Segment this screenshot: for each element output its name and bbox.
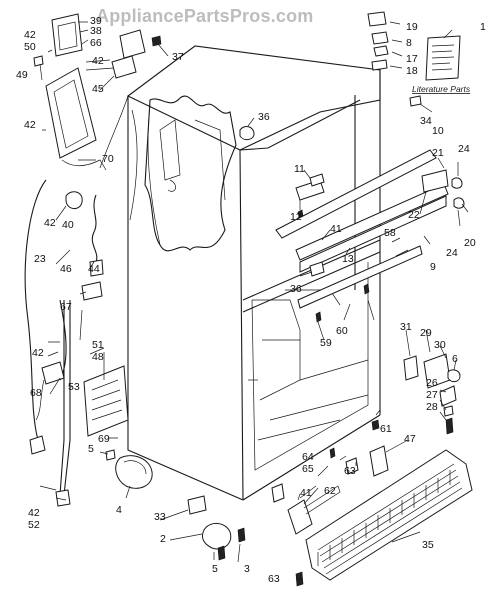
callout-65: 65 — [302, 463, 314, 475]
callout-17: 17 — [406, 53, 418, 65]
callout-22: 22 — [408, 209, 420, 221]
callout-33: 33 — [154, 511, 166, 523]
callout-60: 60 — [336, 325, 348, 337]
callout-36-upper: 36 — [258, 111, 270, 123]
callout-38: 38 — [90, 25, 102, 37]
callout-47: 47 — [404, 433, 416, 445]
callout-34: 34 — [420, 115, 432, 127]
callout-31: 31 — [400, 321, 412, 333]
crisper-rail-parts — [275, 149, 465, 323]
callout-9: 9 — [430, 261, 436, 273]
callout-41-upper: 41 — [330, 223, 342, 235]
callout-4: 4 — [116, 504, 122, 516]
callout-5-lower: 5 — [212, 563, 218, 575]
callout-61: 61 — [380, 423, 392, 435]
upper-hinge-parts — [239, 11, 422, 141]
callout-13: 13 — [342, 253, 354, 265]
wiring-harness — [24, 179, 104, 507]
callout-8: 8 — [406, 37, 412, 49]
lower-hinge-parts — [371, 353, 461, 435]
callout-42-f: 42 — [28, 507, 40, 519]
base-grille-assembly — [271, 445, 473, 587]
callout-11: 11 — [294, 163, 305, 175]
watermark: AppliancePartsPros.com — [96, 6, 313, 26]
callout-19: 19 — [406, 21, 418, 33]
relay-cover-bracket — [83, 365, 129, 437]
callout-10: 10 — [432, 125, 444, 137]
callout-48: 48 — [92, 351, 104, 363]
callout-26: 26 — [426, 377, 438, 389]
literature-parts-label: Literature Parts — [412, 84, 471, 94]
callout-42-e: 42 — [32, 347, 44, 359]
callout-70: 70 — [102, 153, 114, 165]
literature-booklet: Literature Parts — [412, 35, 471, 94]
callout-24-upper: 24 — [458, 143, 470, 155]
callout-62: 62 — [324, 485, 336, 497]
callout-58: 58 — [384, 227, 396, 239]
callout-59: 59 — [320, 337, 332, 349]
callout-28: 28 — [426, 401, 438, 413]
callout-21: 21 — [432, 147, 444, 159]
refrigerator-cabinet — [126, 45, 381, 501]
callout-3: 3 — [244, 563, 250, 575]
leader-lines — [39, 21, 469, 581]
callout-12: 12 — [290, 211, 302, 223]
callout-42-c: 42 — [24, 119, 36, 131]
callout-69: 69 — [98, 433, 110, 445]
callout-29: 29 — [420, 327, 432, 339]
callout-2: 2 — [160, 533, 166, 545]
callout-45: 45 — [92, 83, 104, 95]
callout-1: 1 — [480, 21, 486, 33]
callout-6: 6 — [452, 353, 458, 365]
callout-50: 50 — [24, 41, 36, 53]
callout-42-b: 42 — [92, 55, 104, 67]
callout-40: 40 — [62, 219, 74, 231]
callout-49: 49 — [16, 69, 28, 81]
callout-37: 37 — [172, 51, 184, 63]
callout-66: 66 — [90, 37, 102, 49]
callout-30: 30 — [434, 339, 446, 351]
callout-52: 52 — [28, 519, 40, 531]
callout-41-lower: 41 — [300, 487, 312, 499]
callout-46: 46 — [60, 263, 72, 275]
compressor-parts — [105, 449, 246, 561]
callout-27: 27 — [426, 389, 438, 401]
callout-51: 51 — [92, 339, 104, 351]
callout-63-upper: 63 — [344, 465, 356, 477]
callout-35: 35 — [422, 539, 434, 551]
callout-42-d: 42 — [44, 217, 56, 229]
callout-68: 68 — [30, 387, 42, 399]
callout-44: 44 — [88, 263, 100, 275]
callout-labels: 1 2 3 4 5 5 6 8 9 10 11 12 13 17 18 19 2… — [16, 15, 486, 585]
callout-20: 20 — [464, 237, 476, 249]
callout-39: 39 — [90, 15, 102, 27]
callout-42-a: 42 — [24, 29, 36, 41]
callout-53: 53 — [68, 381, 80, 393]
control-housing-assembly — [33, 13, 162, 171]
callout-36-lower: 36 — [290, 283, 302, 295]
callout-23: 23 — [34, 253, 46, 265]
callout-64: 64 — [302, 451, 314, 463]
callout-63-lower: 63 — [268, 573, 280, 585]
callout-67: 67 — [60, 301, 72, 313]
callout-18: 18 — [406, 65, 418, 77]
callout-24-lower: 24 — [446, 247, 458, 259]
callout-5-upper: 5 — [88, 443, 94, 455]
